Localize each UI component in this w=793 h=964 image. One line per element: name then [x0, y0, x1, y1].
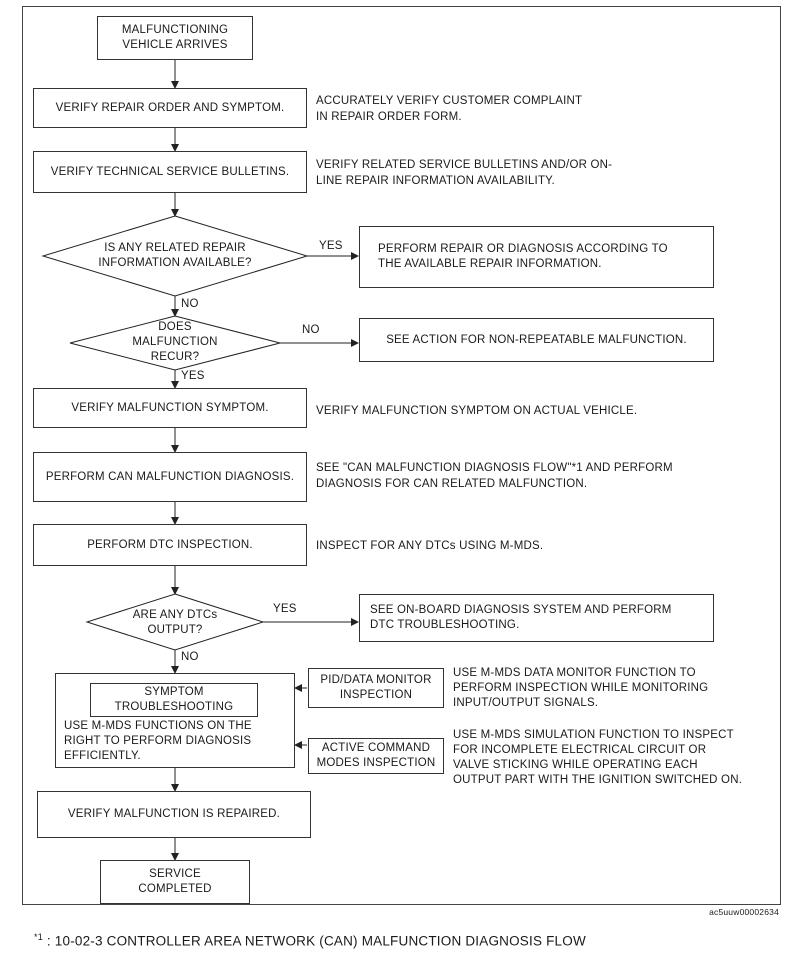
- footnote-mark: *1: [34, 932, 43, 942]
- end-box: SERVICE COMPLETED: [100, 860, 250, 904]
- symptom-troubleshooting-title: SYMPTOM TROUBLESHOOTING: [90, 683, 258, 717]
- no-label-decision3: NO: [181, 651, 199, 663]
- decision-diamond-dtc: [85, 593, 265, 651]
- can-diagnosis-box: PERFORM CAN MALFUNCTION DIAGNOSIS.: [33, 452, 307, 502]
- footnote-text: : 10-02-3 CONTROLLER AREA NETWORK (CAN) …: [42, 933, 586, 949]
- active-command-box: ACTIVE COMMAND MODES INSPECTION: [308, 738, 444, 774]
- verify-tsb-note: VERIFY RELATED SERVICE BULLETINS AND/OR …: [316, 159, 613, 187]
- non-repeatable-box: SEE ACTION FOR NON-REPEATABLE MALFUNCTIO…: [359, 318, 714, 362]
- diagram-frame: [22, 6, 781, 905]
- no-label-decision1: NO: [181, 298, 199, 310]
- yes-label-decision2: YES: [181, 370, 205, 382]
- verify-symptom-note: VERIFY MALFUNCTION SYMPTOM ON ACTUAL VEH…: [316, 405, 638, 417]
- pid-monitor-box: PID/DATA MONITOR INSPECTION: [308, 668, 444, 708]
- dtc-inspection-note: INSPECT FOR ANY DTCs USING M-MDS.: [316, 540, 544, 552]
- symptom-troubleshooting-group: SYMPTOM TROUBLESHOOTING USE M-MDS FUNCTI…: [55, 673, 295, 768]
- onboard-diagnosis-box: SEE ON-BOARD DIAGNOSIS SYSTEM AND PERFOR…: [359, 594, 714, 642]
- yes-label-decision1: YES: [319, 240, 343, 252]
- can-diagnosis-note: SEE "CAN MALFUNCTION DIAGNOSIS FLOW"*1 A…: [316, 462, 673, 490]
- perform-repair-box: PERFORM REPAIR OR DIAGNOSIS ACCORDING TO…: [359, 226, 714, 288]
- decision-dtc-text: ARE ANY DTCs OUTPUT?: [132, 609, 218, 636]
- verify-tsb-box: VERIFY TECHNICAL SERVICE BULLETINS.: [33, 151, 307, 193]
- start-box: MALFUNCTIONING VEHICLE ARRIVES: [97, 16, 253, 60]
- decision-diamond-repair-info: [41, 215, 309, 297]
- footnote: *1 : 10-02-3 CONTROLLER AREA NETWORK (CA…: [34, 932, 586, 949]
- decision-repair-info-text: IS ANY RELATED REPAIR INFORMATION AVAILA…: [98, 242, 252, 269]
- dtc-inspection-box: PERFORM DTC INSPECTION.: [33, 524, 307, 566]
- verify-symptom-box: VERIFY MALFUNCTION SYMPTOM.: [33, 388, 307, 428]
- symptom-troubleshooting-body: USE M-MDS FUNCTIONS ON THE RIGHT TO PERF…: [64, 720, 252, 762]
- decision-recur-text: DOES MALFUNCTION RECUR?: [132, 321, 218, 363]
- pid-monitor-note: USE M-MDS DATA MONITOR FUNCTION TO PERFO…: [453, 667, 709, 709]
- verify-repair-order-box: VERIFY REPAIR ORDER AND SYMPTOM.: [33, 88, 307, 128]
- figure-code: ac5uuw00002634: [709, 907, 779, 917]
- verify-repaired-box: VERIFY MALFUNCTION IS REPAIRED.: [37, 791, 311, 838]
- active-command-note: USE M-MDS SIMULATION FUNCTION TO INSPECT…: [453, 729, 743, 786]
- decision-diamond-recur: [69, 315, 281, 371]
- verify-repair-order-note: ACCURATELY VERIFY CUSTOMER COMPLAINT IN …: [316, 95, 583, 123]
- no-label-decision2: NO: [302, 324, 320, 336]
- yes-label-decision3: YES: [273, 603, 297, 615]
